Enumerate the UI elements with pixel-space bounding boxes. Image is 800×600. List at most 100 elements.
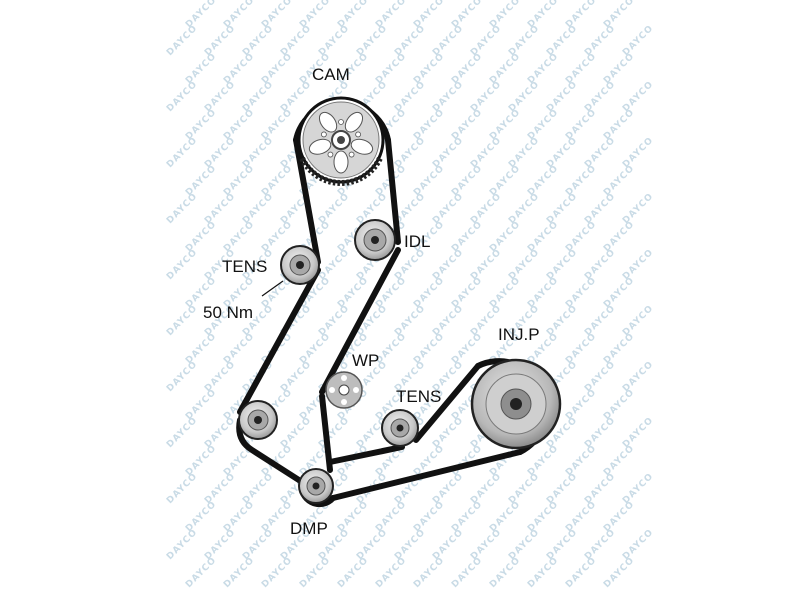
watermark-text: DAYCO	[184, 107, 219, 142]
watermark-text: DAYCO	[165, 527, 200, 562]
watermark-text: DAYCO	[374, 51, 409, 86]
watermark-text: DAYCO	[317, 247, 352, 282]
watermark-text: DAYCO	[564, 107, 599, 142]
watermark-text: DAYCO	[545, 135, 580, 170]
watermark-text: DAYCO	[583, 79, 618, 114]
watermark-text: DAYCO	[184, 51, 219, 86]
watermark-text: DAYCO	[241, 191, 276, 226]
watermark-text: DAYCO	[431, 135, 466, 170]
watermark-text: DAYCO	[564, 275, 599, 310]
watermark-text: DAYCO	[545, 247, 580, 282]
belt-tens-to-idler	[237, 267, 321, 415]
watermark-text: DAYCO	[507, 471, 542, 506]
watermark-text: DAYCO	[279, 359, 314, 394]
watermark-text: DAYCO	[583, 359, 618, 394]
watermark-text: DAYCO	[450, 219, 485, 254]
watermark-text: DAYCO	[583, 135, 618, 170]
belt-tens-to-dmp	[327, 444, 405, 465]
cam-tooth	[350, 178, 355, 185]
watermark-text: DAYCO	[203, 359, 238, 394]
watermark-text: DAYCO	[450, 163, 485, 198]
watermark-text: DAYCO	[184, 163, 219, 198]
watermark-text: DAYCO	[241, 471, 276, 506]
watermark-text: DAYCO	[564, 499, 599, 534]
watermark-text: DAYCO	[355, 527, 390, 562]
tensioner-upper-pulley	[280, 245, 320, 285]
watermark-text: DAYCO	[431, 79, 466, 114]
watermark-text: DAYCO	[336, 499, 371, 534]
watermark-text: DAYCO	[165, 0, 200, 2]
watermark-text: DAYCO	[602, 275, 637, 310]
watermark-text: DAYCO	[260, 163, 295, 198]
watermark-text: DAYCO	[469, 79, 504, 114]
watermark-text: DAYCO	[469, 23, 504, 58]
watermark-text: DAYCO	[317, 303, 352, 338]
cam-bolt-hole	[348, 151, 355, 158]
watermark-text: DAYCO	[507, 23, 542, 58]
watermark-text: DAYCO	[469, 471, 504, 506]
watermark-text: DAYCO	[279, 415, 314, 450]
tensioner-lower-label: TENS	[396, 387, 441, 406]
watermark-text: DAYCO	[260, 555, 295, 590]
watermark-text: DAYCO	[317, 23, 352, 58]
watermark-text: DAYCO	[526, 163, 561, 198]
watermark-text: DAYCO	[526, 107, 561, 142]
cam-teeth	[299, 157, 383, 187]
watermark-text: DAYCO	[564, 51, 599, 86]
watermark-text: DAYCO	[412, 107, 447, 142]
watermark-text: DAYCO	[564, 387, 599, 422]
watermark-text: DAYCO	[165, 471, 200, 506]
watermark-text: DAYCO	[165, 303, 200, 338]
cam-tooth	[307, 167, 314, 174]
watermark-text: DAYCO	[241, 527, 276, 562]
watermark-text: DAYCO	[488, 219, 523, 254]
watermark-text: DAYCO	[431, 303, 466, 338]
torque-leader-line	[261, 280, 284, 297]
cam-bolt-hole	[338, 119, 344, 125]
cam-spokes	[308, 111, 374, 174]
cam-tooth	[311, 170, 317, 177]
watermark-text: DAYCO	[545, 79, 580, 114]
watermark-text: DAYCO	[222, 499, 257, 534]
watermark-text: DAYCO	[507, 191, 542, 226]
watermark-text: DAYCO	[450, 331, 485, 366]
watermark-text: DAYCO	[545, 23, 580, 58]
watermark-text: DAYCO	[393, 135, 428, 170]
watermark-text: DAYCO	[450, 555, 485, 590]
watermark-text: DAYCO	[203, 23, 238, 58]
injection-pump-pulley	[470, 358, 562, 450]
watermark-text: DAYCO	[393, 23, 428, 58]
watermark-text: DAYCO	[583, 23, 618, 58]
watermark-text: DAYCO	[374, 555, 409, 590]
watermark-text: DAYCO	[450, 275, 485, 310]
watermark-text: DAYCO	[412, 331, 447, 366]
watermark-text: DAYCO	[431, 415, 466, 450]
watermark-text: DAYCO	[412, 555, 447, 590]
watermark-text: DAYCO	[602, 219, 637, 254]
cam-tooth	[332, 179, 336, 186]
watermark-text: DAYCO	[165, 415, 200, 450]
watermark-text: DAYCO	[507, 135, 542, 170]
watermark-text: DAYCO	[583, 415, 618, 450]
watermark-text: DAYCO	[222, 331, 257, 366]
watermark-text: DAYCO	[602, 443, 637, 478]
watermark-text: DAYCO	[165, 191, 200, 226]
cam-spoke-window	[350, 138, 374, 155]
cam-pulley	[297, 96, 385, 187]
watermark-text: DAYCO	[583, 471, 618, 506]
cam-tooth	[299, 157, 306, 162]
watermark-text: DAYCO	[488, 51, 523, 86]
watermark-text: DAYCO	[583, 191, 618, 226]
cam-tooth	[354, 176, 359, 184]
watermark-text: DAYCO	[621, 471, 656, 506]
damper-pulley	[298, 468, 334, 504]
watermark-text: DAYCO	[260, 51, 295, 86]
watermark-text: DAYCO	[222, 219, 257, 254]
watermark-text: DAYCO	[355, 23, 390, 58]
watermark-text: DAYCO	[393, 303, 428, 338]
watermark-text: DAYCO	[583, 527, 618, 562]
watermark-text: DAYCO	[431, 471, 466, 506]
watermark-text: DAYCO	[279, 23, 314, 58]
